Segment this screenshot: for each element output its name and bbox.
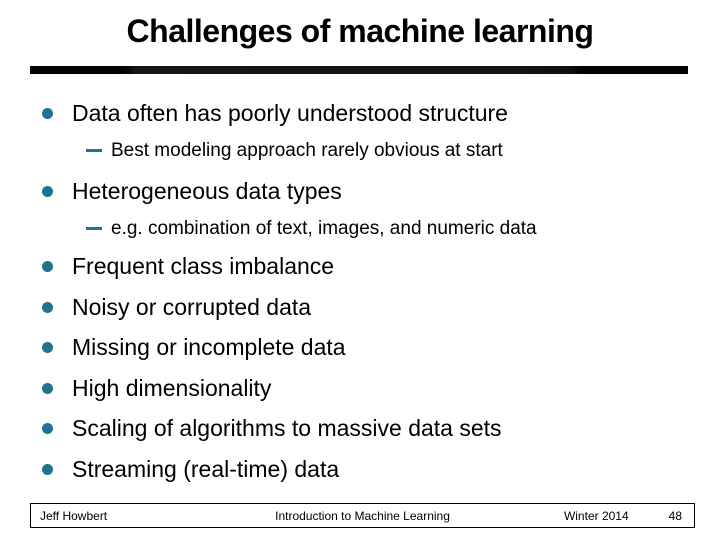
bullet-item: Missing or incomplete data [42, 334, 346, 361]
bullet-text: Streaming (real-time) data [72, 456, 340, 482]
footer-bar: Jeff Howbert Introduction to Machine Lea… [30, 503, 695, 528]
bullet-dot-icon [42, 342, 53, 353]
bullet-item: Frequent class imbalance [42, 253, 334, 280]
bullet-text: Heterogeneous data types [72, 178, 342, 204]
bullet-text: Scaling of algorithms to massive data se… [72, 415, 502, 441]
sub-bullet-item: e.g. combination of text, images, and nu… [86, 217, 537, 240]
sub-bullet-dash-icon [86, 149, 102, 152]
bullet-item: Streaming (real-time) data [42, 456, 339, 483]
footer-term: Winter 2014 [563, 508, 629, 523]
title-divider-bar [30, 66, 688, 74]
footer-author: Jeff Howbert [40, 508, 108, 523]
bullet-text: High dimensionality [72, 375, 272, 401]
footer-page-number: 48 [668, 508, 682, 523]
bullet-dot-icon [42, 383, 53, 394]
footer-course-title: Introduction to Machine Learning [275, 508, 450, 523]
bullet-item: Heterogeneous data types [42, 178, 342, 205]
bullet-item: Scaling of algorithms to massive data se… [42, 415, 502, 442]
sub-bullet-text: e.g. combination of text, images, and nu… [111, 218, 537, 239]
bullet-dot-icon [42, 108, 53, 119]
bullet-dot-icon [42, 261, 53, 272]
bullet-item: Noisy or corrupted data [42, 294, 311, 321]
sub-bullet-text: Best modeling approach rarely obvious at… [111, 140, 503, 161]
bullet-text: Frequent class imbalance [72, 253, 335, 279]
footer-right-group: Winter 2014 48 [450, 509, 694, 523]
bullet-dot-icon [42, 302, 53, 313]
bullet-text: Noisy or corrupted data [72, 294, 312, 320]
sub-bullet-dash-icon [86, 227, 102, 230]
bullet-item: High dimensionality [42, 375, 271, 402]
bullet-text: Missing or incomplete data [72, 334, 346, 360]
bullet-dot-icon [42, 464, 53, 475]
bullet-dot-icon [42, 186, 53, 197]
bullet-text: Data often has poorly understood structu… [72, 100, 508, 126]
bullet-dot-icon [42, 423, 53, 434]
sub-bullet-item: Best modeling approach rarely obvious at… [86, 139, 503, 162]
slide-title: Challenges of machine learning [126, 13, 594, 49]
bullet-item: Data often has poorly understood structu… [42, 100, 508, 127]
